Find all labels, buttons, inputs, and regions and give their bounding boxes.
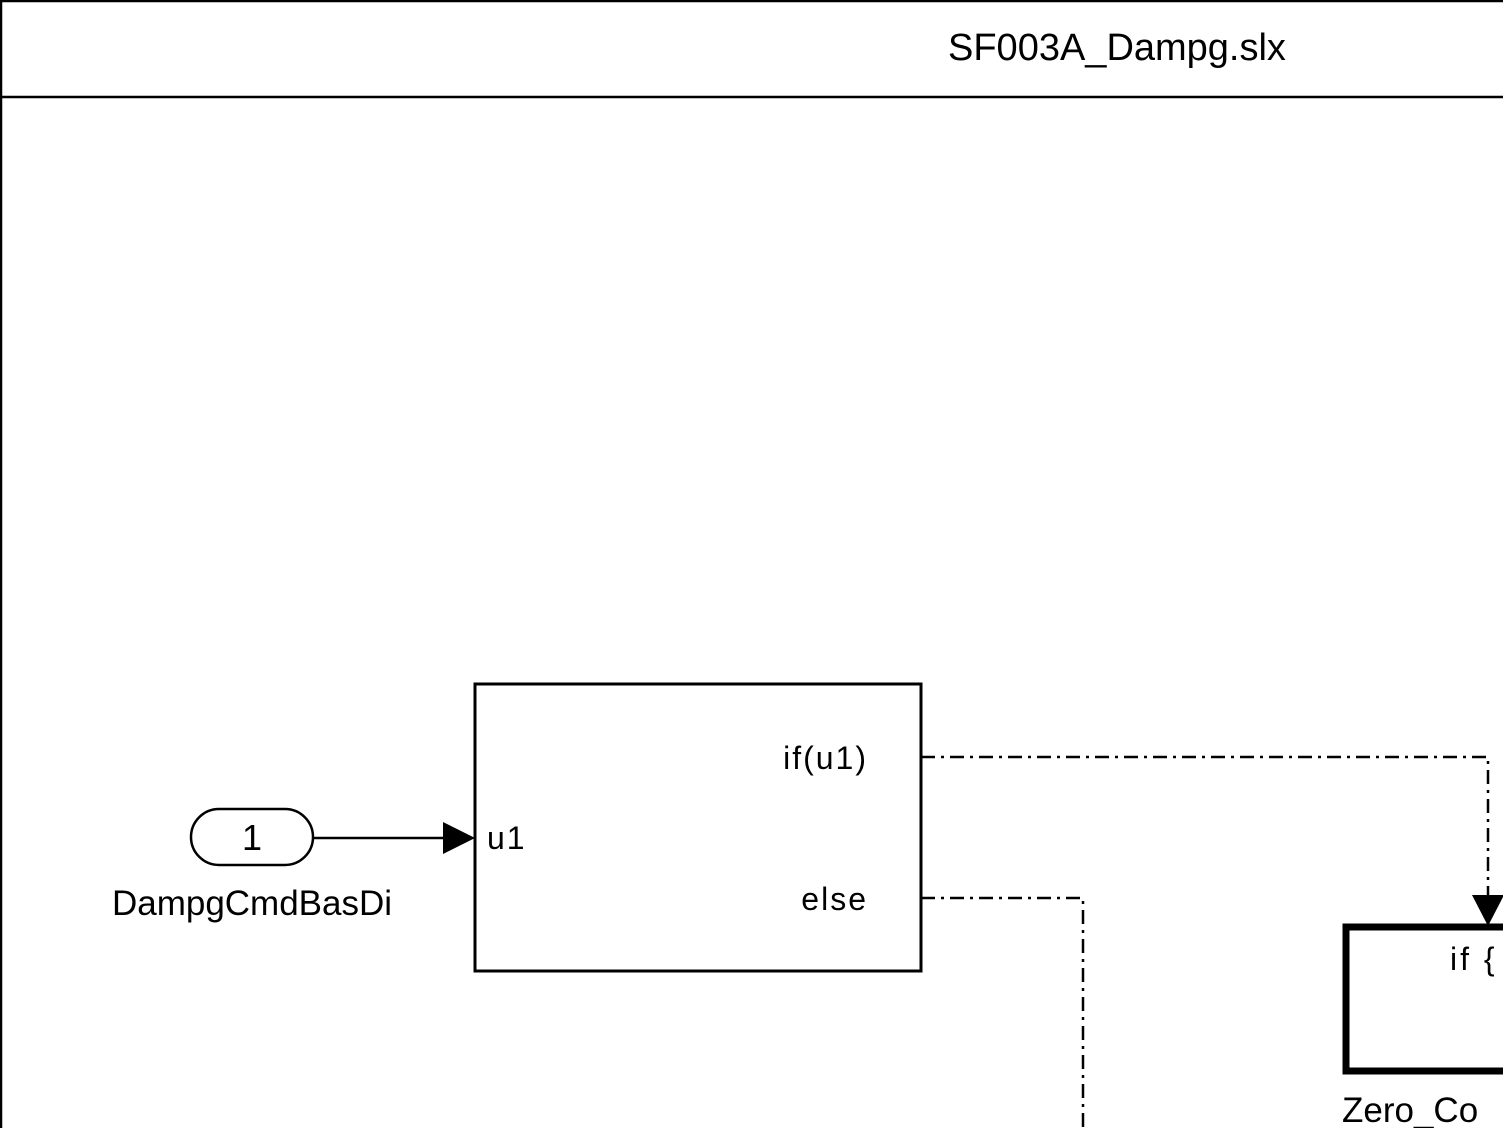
model-title: SF003A_Dampg.slx <box>948 27 1286 69</box>
if-block-else-port: else <box>801 881 868 917</box>
arrowhead <box>443 822 475 854</box>
arrowhead <box>1472 895 1503 926</box>
if-block-input-port: u1 <box>487 820 527 856</box>
inport-name: DampgCmdBasDi <box>112 884 392 923</box>
if-action-subsystem[interactable]: if { Zero_Co <box>1342 923 1503 1128</box>
action-line-if[interactable] <box>921 755 1503 926</box>
if-action-subsystem-shape[interactable] <box>1342 923 1503 1075</box>
if-block-shape[interactable] <box>473 682 923 973</box>
if-action-subsystem-name: Zero_Co <box>1342 1091 1478 1128</box>
signal-line-u1[interactable] <box>313 822 475 854</box>
inport-number: 1 <box>242 817 262 858</box>
if-block[interactable]: u1 if(u1) else <box>473 682 923 973</box>
if-action-port-label: if { <box>1450 941 1498 977</box>
if-block-if-port: if(u1) <box>783 740 868 776</box>
inport-block[interactable]: 1 DampgCmdBasDi <box>112 807 392 923</box>
